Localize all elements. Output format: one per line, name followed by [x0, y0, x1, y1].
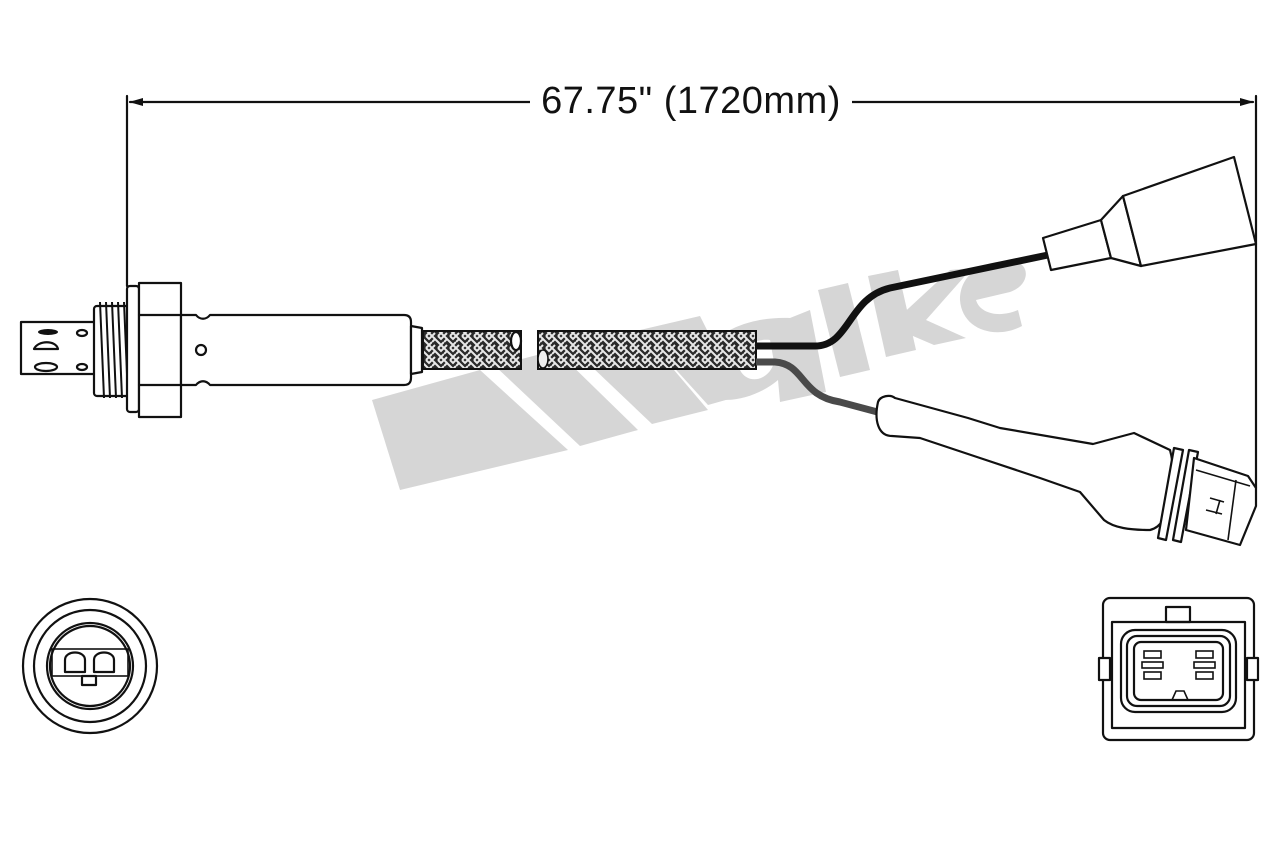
sensor-shell	[179, 313, 424, 387]
braided-sleeve-lead	[422, 330, 757, 370]
walker-watermark	[372, 261, 1026, 490]
dimension-label: 67.75" (1720mm)	[530, 78, 852, 124]
gray-wire	[756, 358, 886, 418]
black-wire	[756, 251, 1049, 350]
dimension-line	[125, 94, 1258, 490]
upper-boot-connector	[1041, 155, 1258, 272]
connector-face-view	[1097, 596, 1260, 742]
hex-nut	[137, 281, 183, 419]
lower-plug-connector	[875, 394, 1258, 547]
sensor-probe-tip	[19, 320, 97, 376]
threaded-body	[92, 284, 141, 414]
sensor-end-view	[21, 597, 159, 735]
